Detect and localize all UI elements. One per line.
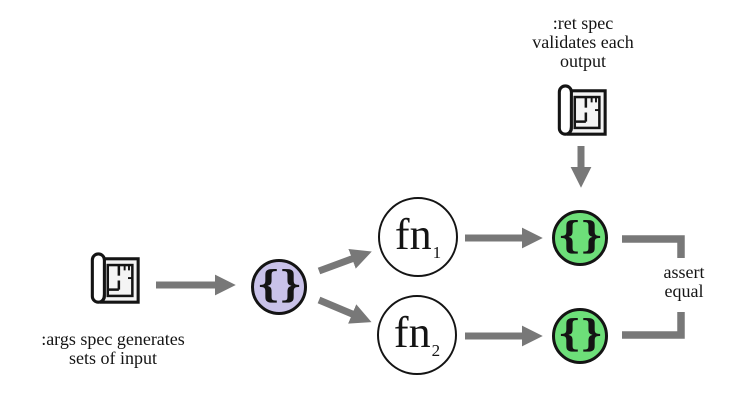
assert-bracket-bottom xyxy=(622,312,685,339)
output-set-node-2: {} xyxy=(552,308,608,364)
arrow-input-to-fn2 xyxy=(317,296,372,324)
fn2-label: fn xyxy=(393,308,431,357)
fn1-label: fn xyxy=(394,210,432,259)
fn1-subscript: 1 xyxy=(432,243,442,262)
args-spec-caption: :args spec generates sets of input xyxy=(41,329,185,368)
braces-symbol: {} xyxy=(557,313,603,355)
blueprint-icon xyxy=(555,84,609,140)
fn2-subscript: 2 xyxy=(431,341,441,360)
ret-spec-caption: :ret spec validates each output xyxy=(532,13,634,71)
fn2-node: fn 2 xyxy=(377,295,457,375)
assert-bracket-top xyxy=(622,235,685,258)
braces-symbol: {} xyxy=(256,264,302,306)
output-set-node-1: {} xyxy=(552,210,608,266)
assert-equal-label: assert equal xyxy=(663,262,705,301)
blueprint-icon xyxy=(88,252,142,308)
braces-symbol: {} xyxy=(557,215,603,257)
fn1-node: fn 1 xyxy=(378,197,458,277)
input-set-node: {} xyxy=(251,259,307,315)
arrow-input-to-fn1 xyxy=(317,248,372,275)
